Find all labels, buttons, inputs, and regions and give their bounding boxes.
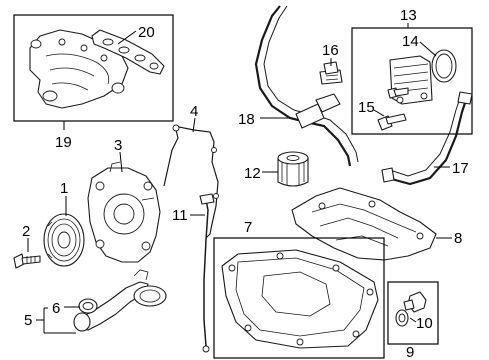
callout-7: 7	[244, 219, 252, 236]
heat-shield-part[interactable]	[291, 187, 437, 261]
drain-plug-group-box	[387, 281, 439, 345]
pickup-o-ring-part[interactable]	[78, 298, 98, 314]
callout-17: 17	[452, 160, 469, 177]
cooler-seal-part[interactable]	[431, 49, 457, 83]
cooler-bolt-part[interactable]	[377, 87, 409, 131]
oil-pan-part[interactable]	[221, 249, 379, 349]
oil-pan-group-box	[213, 237, 385, 359]
callout-3: 3	[114, 137, 122, 154]
callout-4: 4	[190, 103, 198, 120]
callout-12: 12	[244, 165, 261, 182]
callout-9: 9	[406, 344, 414, 360]
intake-gasket-part[interactable]	[91, 29, 165, 75]
callout-15: 15	[358, 99, 375, 116]
callout-20: 20	[138, 24, 155, 41]
callout-3-leader	[119, 151, 123, 173]
callout-5: 5	[24, 312, 32, 329]
callout-10: 10	[416, 315, 433, 332]
front-cover-gasket-part[interactable]	[163, 124, 219, 239]
oil-pump-part[interactable]	[87, 161, 161, 263]
pulley-bolt-part[interactable]	[13, 253, 41, 269]
callout-18: 18	[238, 111, 255, 128]
cooler-hose-part[interactable]	[381, 91, 473, 186]
callout-16: 16	[322, 42, 339, 59]
oil-filter-part[interactable]	[277, 151, 309, 187]
callout-4-leader	[192, 117, 196, 133]
oil-pickup-tube-part[interactable]	[73, 269, 167, 332]
callout-1: 1	[60, 180, 68, 197]
callout-8: 8	[454, 230, 462, 247]
callout-20-leader	[117, 30, 137, 45]
callout-14-leader	[419, 41, 437, 57]
breather-hose-part[interactable]	[254, 5, 359, 167]
dipstick-part[interactable]	[199, 193, 215, 353]
oil-cooler-group-box	[351, 27, 473, 135]
callout-6: 6	[52, 300, 60, 317]
callout-11: 11	[172, 207, 188, 224]
callout-15-leader	[373, 109, 385, 117]
crank-pulley-part[interactable]	[43, 213, 85, 267]
sensor-part[interactable]	[319, 61, 343, 85]
callout-2: 2	[22, 223, 30, 240]
callout-10-leader	[409, 317, 417, 323]
drain-plug-washer-part[interactable]	[395, 309, 409, 327]
callout-19: 19	[55, 134, 72, 151]
intake-manifold-group-box	[13, 14, 174, 122]
callout-13: 13	[400, 7, 417, 24]
callout-5-leader	[36, 307, 76, 334]
callout-14: 14	[402, 33, 419, 50]
intake-manifold-part[interactable]	[29, 29, 129, 109]
drain-plug-part[interactable]	[403, 291, 427, 313]
